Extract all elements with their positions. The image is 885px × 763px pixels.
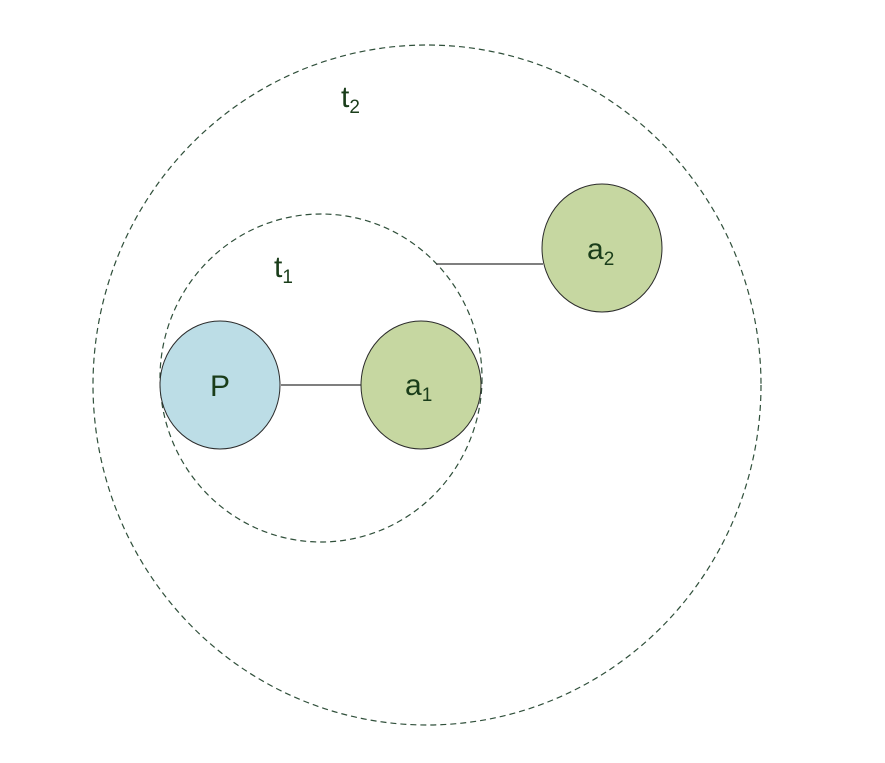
outer-ring-label-base: t — [341, 81, 350, 114]
node-a2-label-sub: 2 — [604, 249, 615, 270]
node-a2 — [541, 183, 663, 313]
outer-ring-label-sub: 2 — [349, 97, 360, 118]
outer-ring-label: t2 — [341, 81, 360, 118]
node-p-label: P — [210, 370, 230, 403]
node-a2-label: a2 — [587, 233, 614, 270]
node-p — [159, 320, 281, 450]
inner-ring-label: t1 — [274, 251, 293, 288]
inner-ring-label-base: t — [274, 251, 283, 284]
node-a2-label-base: a — [587, 233, 604, 266]
outer-ring-t2 — [92, 44, 762, 726]
node-a1-label-sub: 1 — [422, 385, 433, 406]
node-a1 — [360, 320, 482, 450]
node-a1-label-base: a — [405, 369, 422, 402]
inner-ring-label-sub: 1 — [282, 267, 293, 288]
node-a1-label: a1 — [405, 369, 432, 406]
